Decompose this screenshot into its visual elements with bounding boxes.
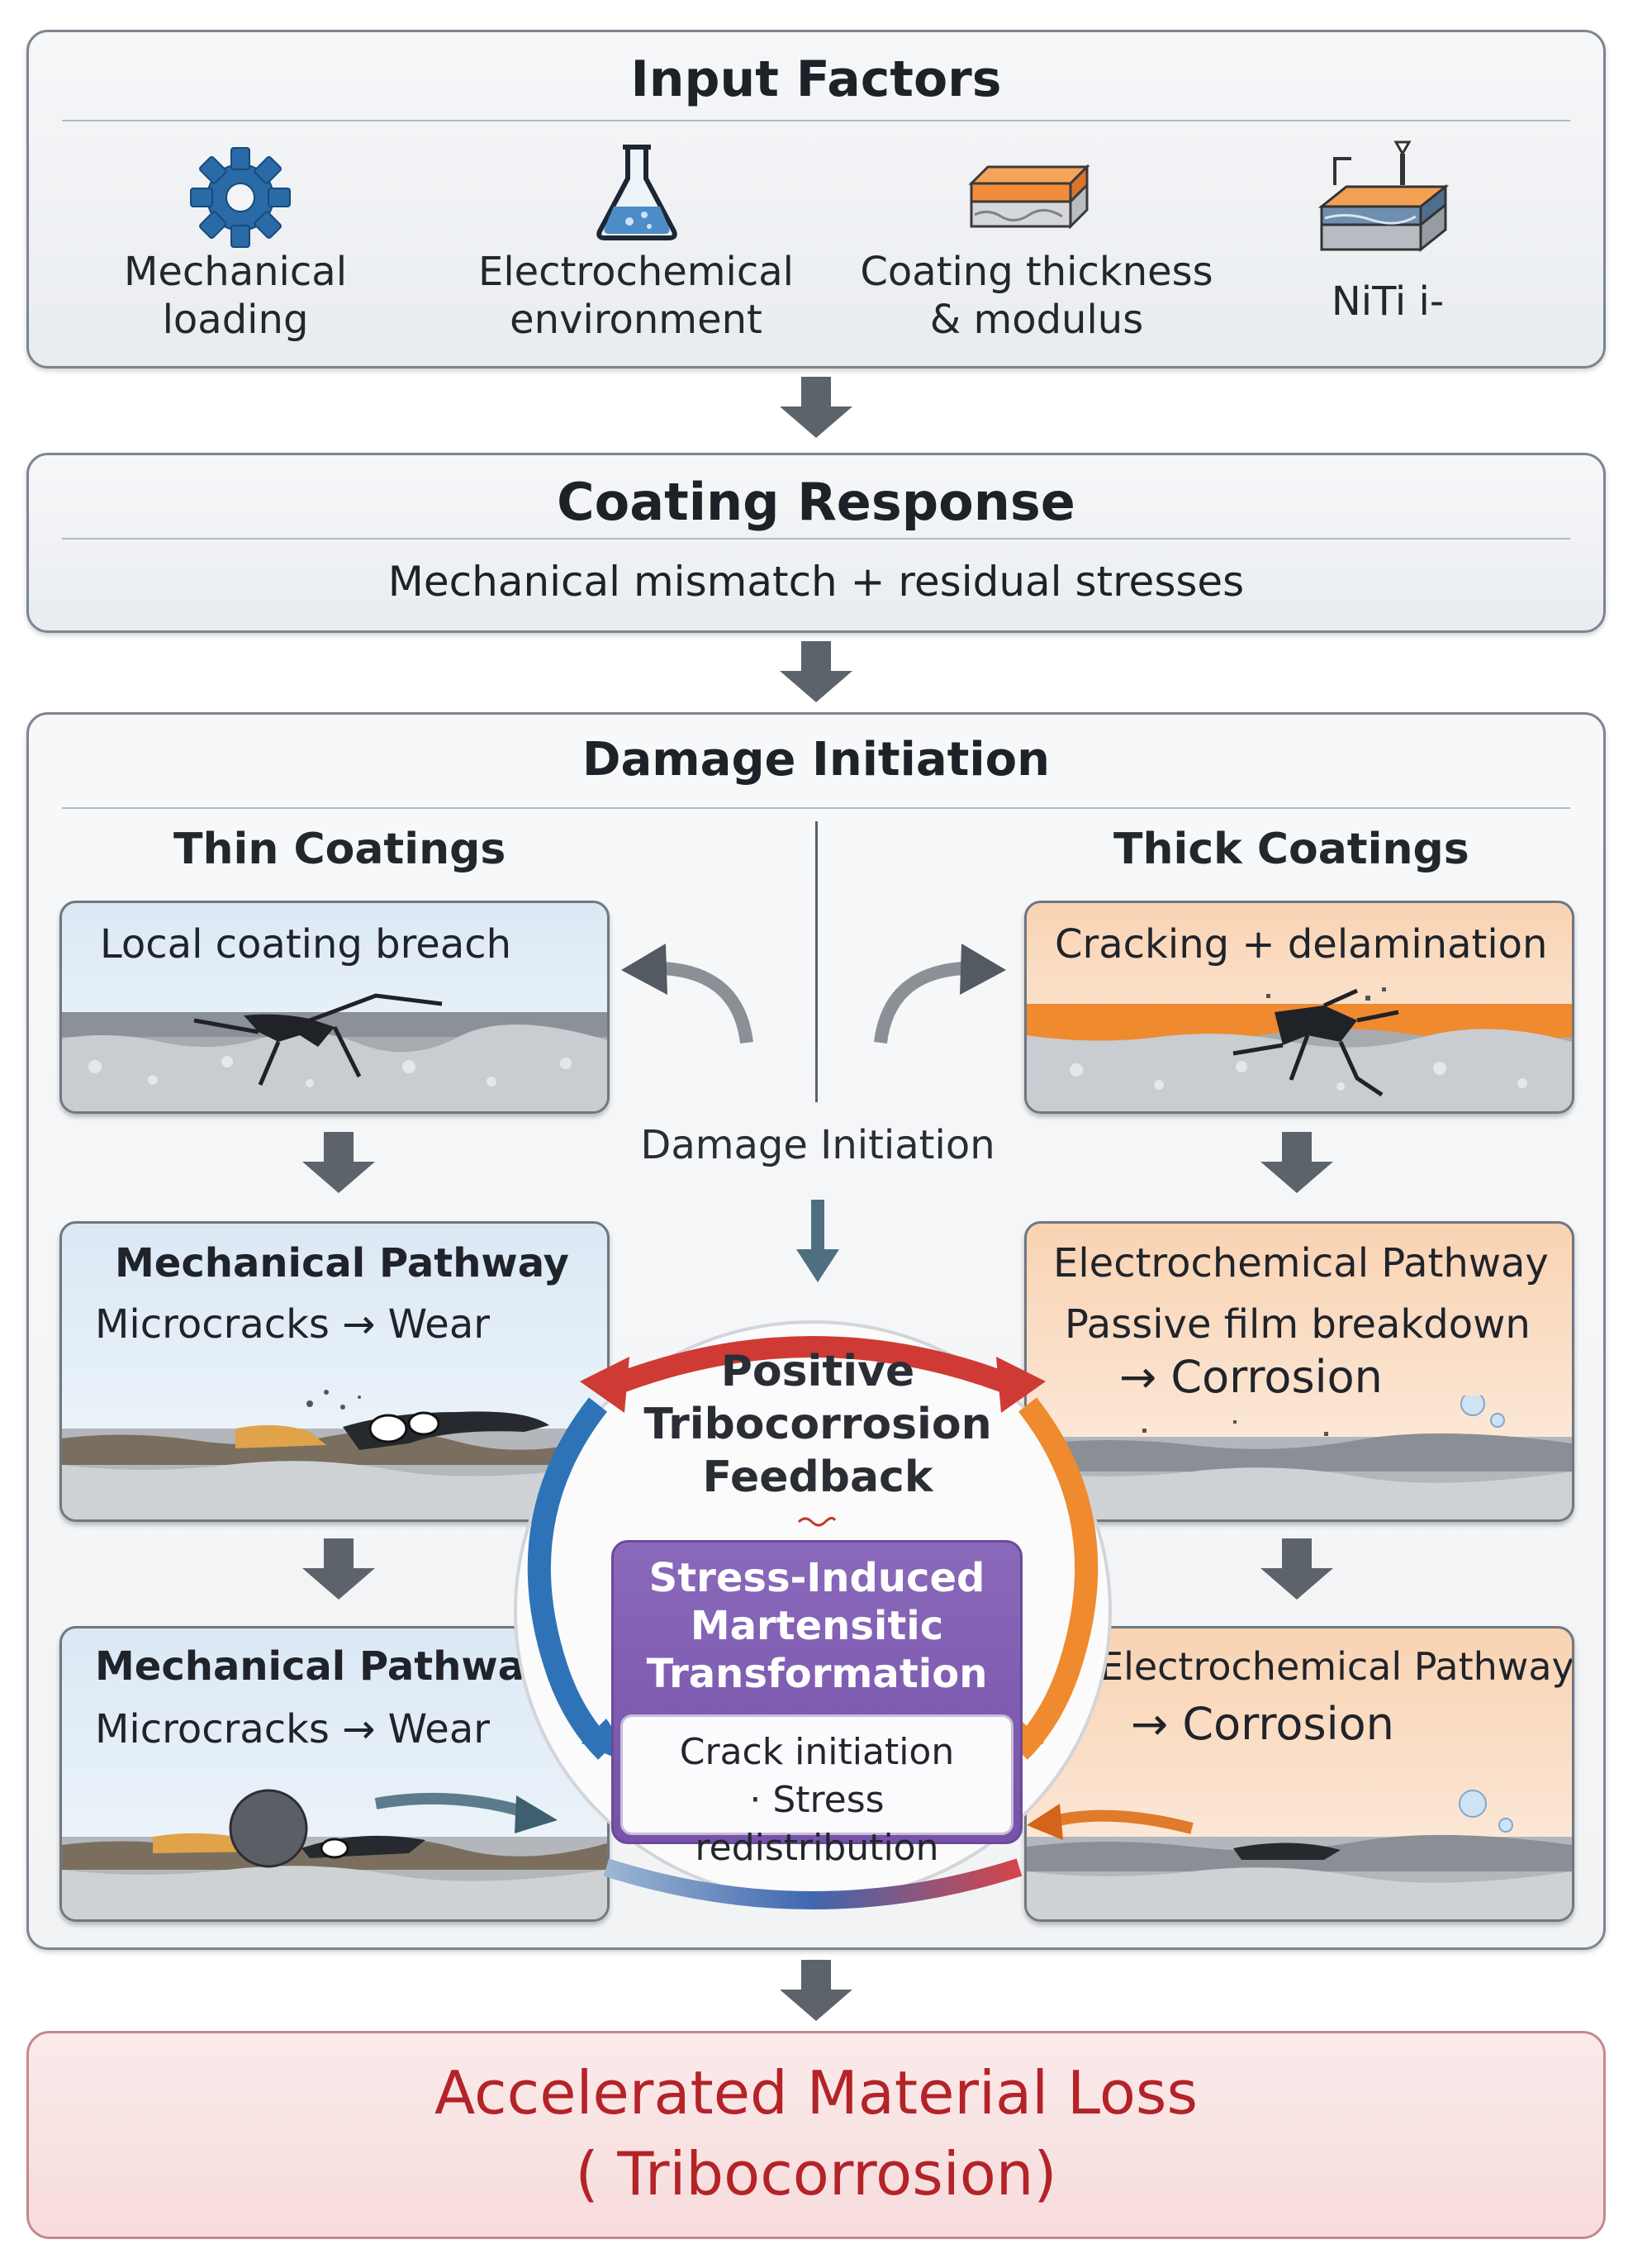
- electrochemical-pathway-card: Electrochemical Pathway → Corrosion: [1024, 1626, 1574, 1922]
- local-breach-label: Local coating breach: [100, 921, 512, 968]
- input-factors-title: Input Factors: [630, 50, 1002, 108]
- input-label-mechanical: Mechanical loading: [99, 248, 372, 344]
- martensitic-detail-box: Crack initiation · Stress redistribution: [620, 1714, 1014, 1869]
- coating-response-panel: Coating Response Mechanical mismatch + r…: [26, 453, 1606, 633]
- flow-arrow-down: [780, 1960, 852, 2021]
- corrosion-cross-section: [1027, 1790, 1572, 1919]
- wear-cross-section: [62, 1789, 607, 1919]
- martensitic-line: Stress-Induced: [648, 1555, 985, 1601]
- input-label-niti: NiTi i-: [1264, 278, 1512, 326]
- martensitic-line: Martensitic: [690, 1603, 944, 1649]
- flow-arrow-down: [302, 1132, 375, 1193]
- result-line-2: ( Tribocorrosion): [575, 2139, 1057, 2209]
- thin-coatings-heading: Thin Coatings: [173, 825, 506, 874]
- result-line-1: Accelerated Material Loss: [434, 2058, 1198, 2128]
- detail-line: Crack initiation: [679, 1731, 955, 1773]
- coating-response-title: Coating Response: [557, 472, 1075, 532]
- electrochemical-pathway-text: → Corrosion: [1131, 1698, 1394, 1750]
- divider: [62, 538, 1570, 540]
- damage-initiation-title: Damage Initiation: [582, 733, 1050, 787]
- detail-line: · Stress redistribution: [695, 1779, 939, 1869]
- feedback-line: Positive: [720, 1347, 915, 1396]
- input-label-electrochemical: Electrochemical environment: [463, 248, 809, 344]
- center-divider: [815, 821, 818, 1102]
- feedback-line: Tribocorrosion: [643, 1400, 992, 1449]
- input-label-coating: Coating thickness & modulus: [859, 248, 1214, 344]
- martensitic-transformation-box: Stress-Induced Martensitic Transformatio…: [611, 1540, 1023, 1869]
- divider: [62, 120, 1570, 121]
- electrochemical-pathway-title: Electrochemical Pathway: [1053, 1240, 1549, 1286]
- coating-response-subtitle: Mechanical mismatch + residual stresses: [387, 558, 1245, 606]
- mechanical-pathway-card: Mechanical Pathway Microcracks → Wear: [59, 1626, 610, 1922]
- cracking-delamination-card: Cracking + delamination: [1024, 901, 1574, 1114]
- cracking-delamination-label: Cracking + delamination: [1055, 921, 1548, 968]
- mechanical-pathway-title: Mechanical Pathway: [95, 1643, 549, 1690]
- mechanical-pathway-card: Mechanical Pathway Microcracks → Wear: [59, 1221, 610, 1522]
- flask-icon: [596, 145, 677, 240]
- accelerated-material-loss-panel: Accelerated Material Loss ( Tribocorrosi…: [26, 2031, 1606, 2239]
- corrosion-cross-section: [1027, 1396, 1572, 1519]
- label-line: Electrochemical: [477, 249, 795, 295]
- label-line: Coating thickness: [860, 249, 1213, 295]
- martensitic-title: Stress-Induced Martensitic Transformatio…: [614, 1554, 1020, 1698]
- martensitic-detail: Crack initiation · Stress redistribution: [623, 1728, 1011, 1872]
- feedback-label: Positive Tribocorrosion Feedback: [628, 1345, 1008, 1504]
- curved-arrow-right: [874, 944, 1006, 1044]
- coating-cross-section: [62, 993, 607, 1111]
- thick-coatings-heading: Thick Coatings: [1113, 825, 1469, 874]
- feedback-line: Feedback: [702, 1453, 933, 1502]
- flow-arrow-down: [780, 641, 852, 702]
- damage-initiation-center-label: Damage Initiation: [640, 1122, 995, 1168]
- flow-arrow-down: [1260, 1538, 1333, 1600]
- label-line: environment: [510, 297, 762, 343]
- label-line: Mechanical: [123, 249, 348, 295]
- mechanical-pathway-text: Microcracks → Wear: [95, 1706, 490, 1752]
- niti-substrate-icon: [1317, 140, 1450, 253]
- flow-arrow-down: [780, 377, 852, 438]
- coating-cross-section: [1027, 987, 1572, 1111]
- curved-arrow-left: [621, 944, 753, 1044]
- gear-icon: [190, 147, 291, 248]
- flow-arrow-down: [302, 1538, 375, 1600]
- divider: [62, 807, 1570, 809]
- mechanical-pathway-title: Mechanical Pathway: [115, 1240, 569, 1286]
- flow-arrow-down: [796, 1200, 839, 1282]
- electrochemical-pathway-line2: → Corrosion: [1119, 1351, 1383, 1403]
- label-line: NiTi i-: [1331, 278, 1445, 325]
- flow-arrow-down: [1260, 1132, 1333, 1193]
- mechanical-pathway-text: Microcracks → Wear: [95, 1301, 490, 1348]
- electrochemical-pathway-card: Electrochemical Pathway Passive film bre…: [1024, 1221, 1574, 1522]
- label-line: & modulus: [929, 297, 1144, 343]
- martensitic-line: Transformation: [646, 1651, 988, 1697]
- wear-cross-section: [62, 1390, 607, 1519]
- coating-layer-icon: [968, 164, 1090, 230]
- label-line: loading: [162, 297, 309, 343]
- local-breach-card: Local coating breach: [59, 901, 610, 1114]
- squiggle-mark: [797, 1516, 837, 1527]
- electrochemical-pathway-line1: Passive film breakdown: [1065, 1301, 1531, 1348]
- electrochemical-pathway-title: Electrochemical Pathway: [1099, 1644, 1574, 1689]
